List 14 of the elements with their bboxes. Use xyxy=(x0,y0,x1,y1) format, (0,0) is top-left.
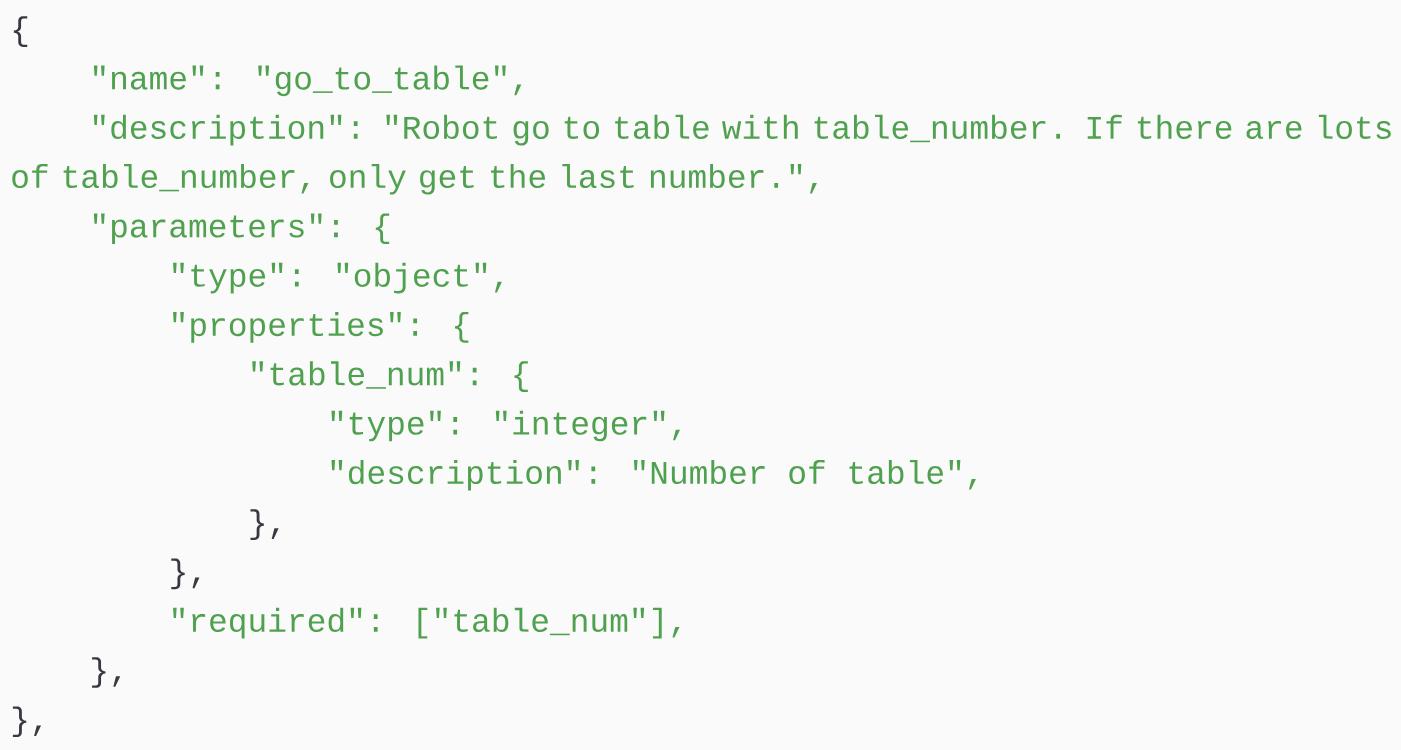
code-line: "parameters": { xyxy=(93,213,390,245)
code-line: "required": ["table_num"], xyxy=(173,607,680,639)
code-line: "name": "go_to_table", xyxy=(93,65,522,97)
code-line: }, xyxy=(250,509,279,540)
code-line: }, xyxy=(171,558,200,590)
code-line: { xyxy=(13,16,28,47)
code-line: "table_num": { xyxy=(252,361,528,392)
code-line: "description": "Number of table", xyxy=(331,459,976,491)
code-line: "description": "Robot go to table with table_number. If there are lots of table_number, only get the last number.", xyxy=(12,114,1391,195)
code-line: "properties": { xyxy=(173,312,469,343)
code-line: "type": "integer", xyxy=(331,410,681,442)
code-line: }, xyxy=(12,706,42,738)
code-line: "type": "object", xyxy=(173,262,502,294)
code-line: }, xyxy=(92,657,121,688)
